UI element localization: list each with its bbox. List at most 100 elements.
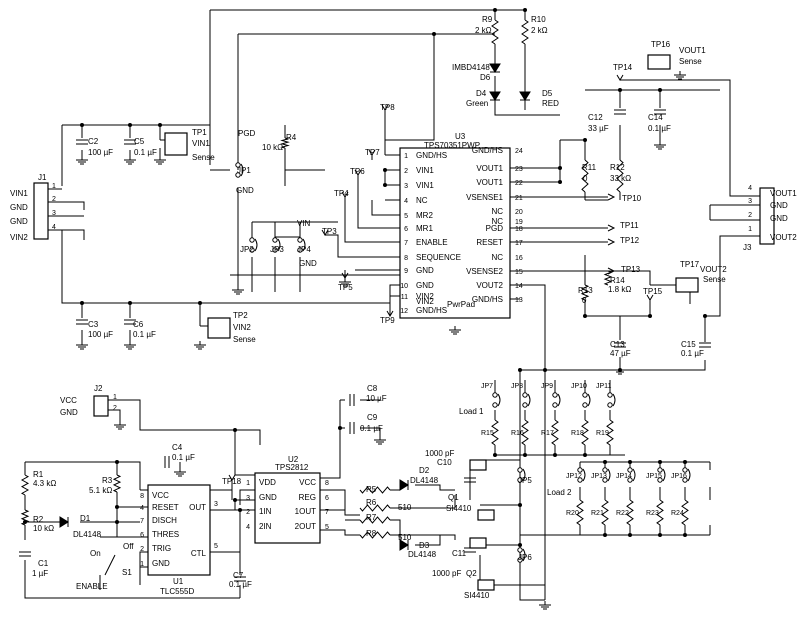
c5-capacitor bbox=[124, 139, 136, 145]
u3-pin-num-13: 13 bbox=[515, 297, 523, 304]
label-gnd2: GND bbox=[60, 408, 78, 417]
u3-pin-name-19: NC bbox=[491, 217, 503, 226]
c7-capacitor bbox=[234, 576, 246, 582]
r2-resistor bbox=[20, 509, 30, 526]
label-vout2s: VOUT2 bbox=[700, 265, 727, 274]
junction-dot-36 bbox=[115, 520, 119, 524]
label-q2p: SI4410 bbox=[464, 591, 490, 600]
u3-pin-name-22: VOUT1 bbox=[476, 178, 503, 187]
u1-ic-body bbox=[147, 484, 211, 576]
label-tp7: TP7 bbox=[365, 148, 380, 157]
label-c6: C6 bbox=[133, 320, 144, 329]
load1-jumper-jp8-a bbox=[522, 392, 528, 398]
label-j1: J1 bbox=[38, 173, 47, 182]
label-imbd: IMBD4148 bbox=[452, 63, 490, 72]
ground-g16 bbox=[674, 71, 686, 80]
j3-pin-3: 3 bbox=[748, 198, 752, 205]
label-gnd3b: GND bbox=[770, 214, 788, 223]
d4-led bbox=[489, 91, 501, 101]
load2-resistor-label-1: R21 bbox=[591, 510, 604, 517]
load2-jumper-label-1: JP13 bbox=[591, 473, 607, 480]
label-green: Green bbox=[466, 99, 488, 108]
label-tp13: TP13 bbox=[621, 265, 641, 274]
j1-pin-1: 1 bbox=[52, 183, 56, 190]
label-s1: S1 bbox=[122, 568, 132, 577]
label-r11v: 0 bbox=[583, 174, 588, 183]
label-r6: R6 bbox=[366, 498, 377, 507]
label-c5v: 0.1 µF bbox=[134, 148, 157, 157]
junction-dot-43 bbox=[518, 543, 522, 547]
label-r10: R10 bbox=[531, 15, 546, 24]
load1-resistor-label-4: R19 bbox=[596, 430, 609, 437]
load2-jumper-label-0: JP12 bbox=[566, 473, 582, 480]
jp6-jumper-link bbox=[522, 548, 526, 562]
junction-dot-23 bbox=[523, 453, 527, 457]
label-vcc: VCC bbox=[60, 396, 77, 405]
u3-pin-num-3: 3 bbox=[404, 183, 408, 190]
label-vin2: VIN2 bbox=[10, 233, 28, 242]
ground-g7 bbox=[654, 141, 666, 150]
load2-jumper-jp16-b bbox=[682, 477, 688, 483]
tp17-sense-header bbox=[675, 277, 699, 293]
tp18-testpoint bbox=[228, 474, 236, 481]
label-r8: R8 bbox=[366, 529, 377, 538]
label-tp9: TP9 bbox=[380, 316, 395, 325]
u2-pin-name-2: 1IN bbox=[259, 507, 272, 516]
j3-connector bbox=[759, 187, 775, 245]
tp13-arrow bbox=[607, 267, 616, 275]
junction-dot-26 bbox=[603, 460, 607, 464]
load1-jumper-label-0: JP7 bbox=[481, 383, 493, 390]
label-c13: C13 bbox=[610, 340, 625, 349]
load2-jumper-jp12-link bbox=[582, 468, 586, 482]
jp4-jumper-link bbox=[302, 238, 306, 252]
label-r6v: 510 bbox=[398, 503, 412, 512]
load2-jumper-jp15-b bbox=[657, 477, 663, 483]
u3-pwrpad: PwrPad bbox=[447, 300, 475, 309]
label-c10v: 1000 pF bbox=[425, 449, 454, 458]
ground-g3 bbox=[154, 156, 166, 165]
u2-pin-num-8: 8 bbox=[325, 480, 329, 487]
u3-pin-num-19: 19 bbox=[515, 219, 523, 226]
ground-g1 bbox=[76, 156, 88, 165]
u3-pin-num-20: 20 bbox=[515, 209, 523, 216]
junction-dot-6 bbox=[80, 301, 84, 305]
junctions bbox=[23, 8, 707, 547]
tp8-testpoint bbox=[381, 104, 389, 111]
load2-resistor-r21 bbox=[601, 499, 609, 526]
jp5-jumper-a bbox=[517, 467, 523, 473]
label-d2p: DL4148 bbox=[410, 476, 439, 485]
u1-pin-num-6: 6 bbox=[140, 532, 144, 539]
label-r14: R14 bbox=[610, 276, 625, 285]
junction-dot-21 bbox=[518, 368, 522, 372]
j2-pin-2: 2 bbox=[113, 405, 117, 412]
junction-dot-10 bbox=[383, 183, 387, 187]
load1-jumper-jp10-b bbox=[582, 402, 588, 408]
u3-pin-num-15: 15 bbox=[515, 269, 523, 276]
load2-resistor-r23 bbox=[656, 499, 664, 526]
jp6-jumper-a bbox=[517, 547, 523, 553]
u3-pin-num-18: 18 bbox=[515, 226, 523, 233]
jp1-jumper-a bbox=[235, 162, 241, 168]
load2-jumper-jp16-a bbox=[682, 467, 688, 473]
c10-capacitor bbox=[464, 477, 476, 483]
label-r4v: 10 kΩ bbox=[262, 143, 283, 152]
jp2-jumper-b bbox=[249, 247, 255, 253]
label-sense1: Sense bbox=[679, 57, 702, 66]
label-r12: R12 bbox=[610, 163, 625, 172]
jp6-jumper-b bbox=[517, 557, 523, 563]
u3-pin-num-6: 6 bbox=[404, 226, 408, 233]
load1-jumper-jp11-link bbox=[612, 393, 616, 407]
load2-jumper-label-2: JP14 bbox=[616, 473, 632, 480]
junction-dot-3 bbox=[80, 123, 84, 127]
junction-dot-4 bbox=[128, 123, 132, 127]
junction-dot-11 bbox=[558, 166, 562, 170]
u3-pin-num-8: 8 bbox=[404, 255, 408, 262]
label-c9: C9 bbox=[367, 413, 378, 422]
label-off: Off bbox=[123, 542, 134, 551]
label-d5: D5 bbox=[542, 89, 553, 98]
u2-pin-name-8: VCC bbox=[299, 478, 316, 487]
u2-pin-name-3: GND bbox=[259, 493, 277, 502]
ground-g15 bbox=[449, 326, 461, 335]
label-jp4: JP4 bbox=[297, 245, 311, 254]
u3-pin-num-1: 1 bbox=[404, 153, 408, 160]
